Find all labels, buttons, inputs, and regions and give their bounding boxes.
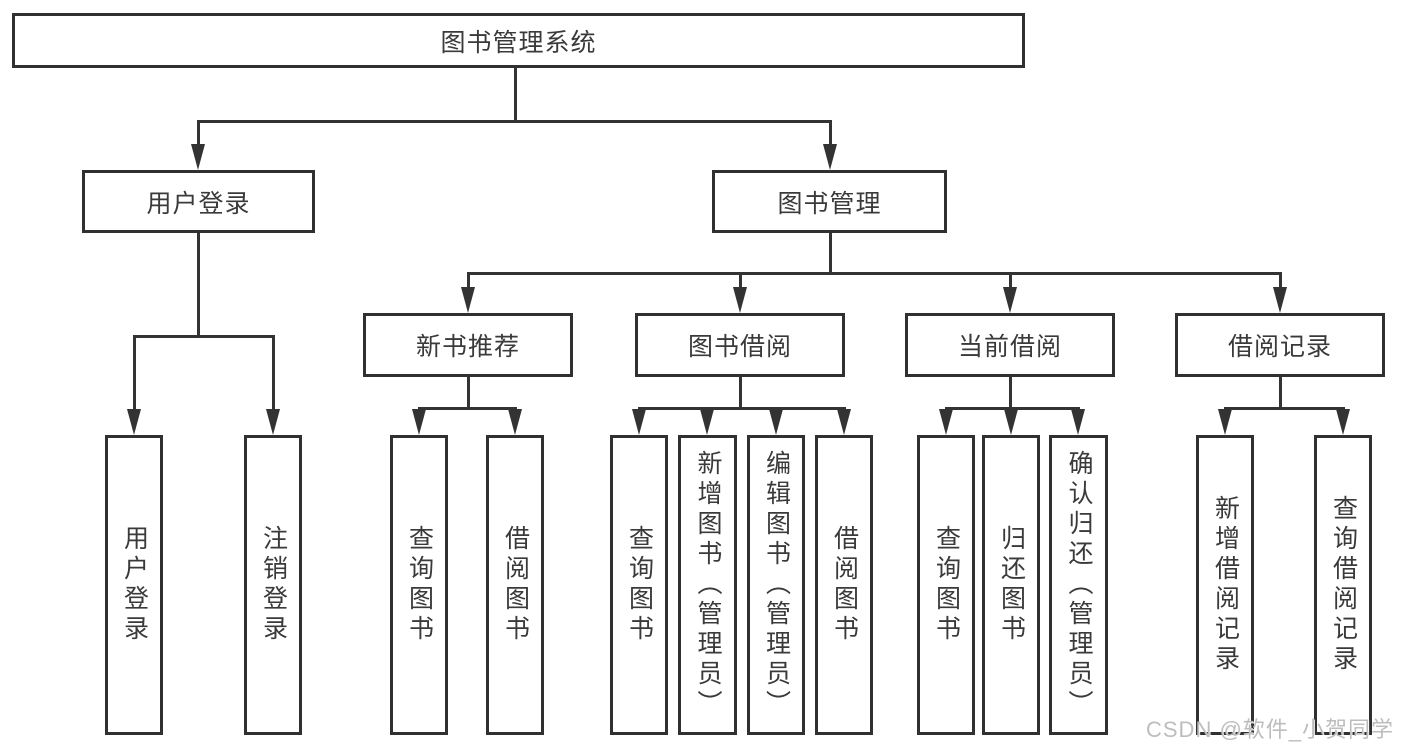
leaf-add-borrow-record-label: 新增借阅记录	[1211, 495, 1240, 675]
connector-bar	[132, 335, 275, 338]
arrow-down-icon	[1003, 287, 1017, 313]
connector-drop	[738, 272, 742, 293]
connector-drop	[466, 272, 470, 293]
leaf-query-book-recommend-label: 查询图书	[405, 525, 434, 645]
connector-stem	[196, 233, 200, 338]
node-library-system: 图书管理系统	[12, 13, 1025, 68]
arrow-down-icon	[837, 409, 851, 435]
csdn-watermark: CSDN @软件_小贺同学	[1146, 717, 1395, 742]
leaf-edit-book-admin: 编辑图书（管理员）	[747, 435, 805, 735]
arrow-down-icon	[1218, 409, 1232, 435]
node-user-login: 用户登录	[82, 170, 315, 233]
node-current-borrow: 当前借阅	[905, 313, 1115, 377]
connector-drop	[271, 335, 275, 415]
connector-bar	[196, 120, 832, 123]
arrow-down-icon	[1336, 409, 1350, 435]
leaf-query-book-borrow-label: 查询图书	[625, 525, 654, 645]
connector-bar	[466, 272, 1282, 275]
node-book-management: 图书管理	[712, 170, 947, 233]
arrow-down-icon	[508, 409, 522, 435]
leaf-add-book-admin: 新增图书（管理员）	[678, 435, 737, 735]
leaf-borrow-book-label: 借阅图书	[830, 525, 859, 645]
arrow-down-icon	[632, 409, 646, 435]
arrow-down-icon	[461, 287, 475, 313]
node-book-borrow: 图书借阅	[635, 313, 845, 377]
leaf-user-login: 用户登录	[105, 435, 163, 735]
leaf-edit-book-admin-label: 编辑图书（管理员）	[762, 450, 791, 720]
leaf-return-book-label: 归还图书	[997, 525, 1026, 645]
arrow-down-icon	[700, 409, 714, 435]
arrow-down-icon	[1273, 287, 1287, 313]
arrow-down-icon	[823, 144, 837, 170]
connector-stem	[738, 377, 742, 410]
connector-drop	[132, 335, 136, 415]
connector-drop	[1008, 272, 1012, 293]
leaf-query-book-current: 查询图书	[917, 435, 975, 735]
leaf-borrow-book-recommend-label: 借阅图书	[501, 525, 530, 645]
connector-drop	[196, 120, 200, 150]
arrow-down-icon	[1071, 409, 1085, 435]
connector-stem	[1278, 377, 1282, 410]
arrow-down-icon	[939, 409, 953, 435]
arrow-down-icon	[1004, 409, 1018, 435]
leaf-logout-label: 注销登录	[259, 525, 288, 645]
connector-stem	[828, 233, 832, 275]
leaf-logout: 注销登录	[244, 435, 302, 735]
arrow-down-icon	[191, 144, 205, 170]
connector-drop	[1278, 272, 1282, 293]
leaf-query-book-borrow: 查询图书	[610, 435, 668, 735]
node-new-book-recommend: 新书推荐	[363, 313, 573, 377]
connector-bar	[1223, 407, 1345, 410]
connector-stem	[1008, 377, 1012, 410]
arrow-down-icon	[733, 287, 747, 313]
leaf-query-borrow-record-label: 查询借阅记录	[1329, 495, 1358, 675]
leaf-query-book-recommend: 查询图书	[390, 435, 448, 735]
leaf-return-book: 归还图书	[982, 435, 1040, 735]
leaf-query-book-current-label: 查询图书	[932, 525, 961, 645]
leaf-add-book-admin-label: 新增图书（管理员）	[694, 450, 722, 720]
leaf-user-login-label: 用户登录	[120, 525, 149, 645]
arrow-down-icon	[266, 409, 280, 435]
leaf-confirm-return-admin: 确认归还（管理员）	[1049, 435, 1108, 735]
leaf-borrow-book: 借阅图书	[815, 435, 873, 735]
leaf-borrow-book-recommend: 借阅图书	[486, 435, 544, 735]
arrow-down-icon	[769, 409, 783, 435]
leaf-confirm-return-admin-label: 确认归还（管理员）	[1065, 450, 1093, 720]
connector-drop	[828, 120, 832, 150]
connector-bar	[417, 407, 517, 410]
arrow-down-icon	[412, 409, 426, 435]
leaf-add-borrow-record: 新增借阅记录	[1196, 435, 1254, 735]
connector-bar	[637, 407, 846, 410]
leaf-query-borrow-record: 查询借阅记录	[1314, 435, 1372, 735]
connector-stem	[513, 68, 517, 123]
connector-stem	[466, 377, 470, 410]
node-borrow-records: 借阅记录	[1175, 313, 1385, 377]
arrow-down-icon	[127, 409, 141, 435]
